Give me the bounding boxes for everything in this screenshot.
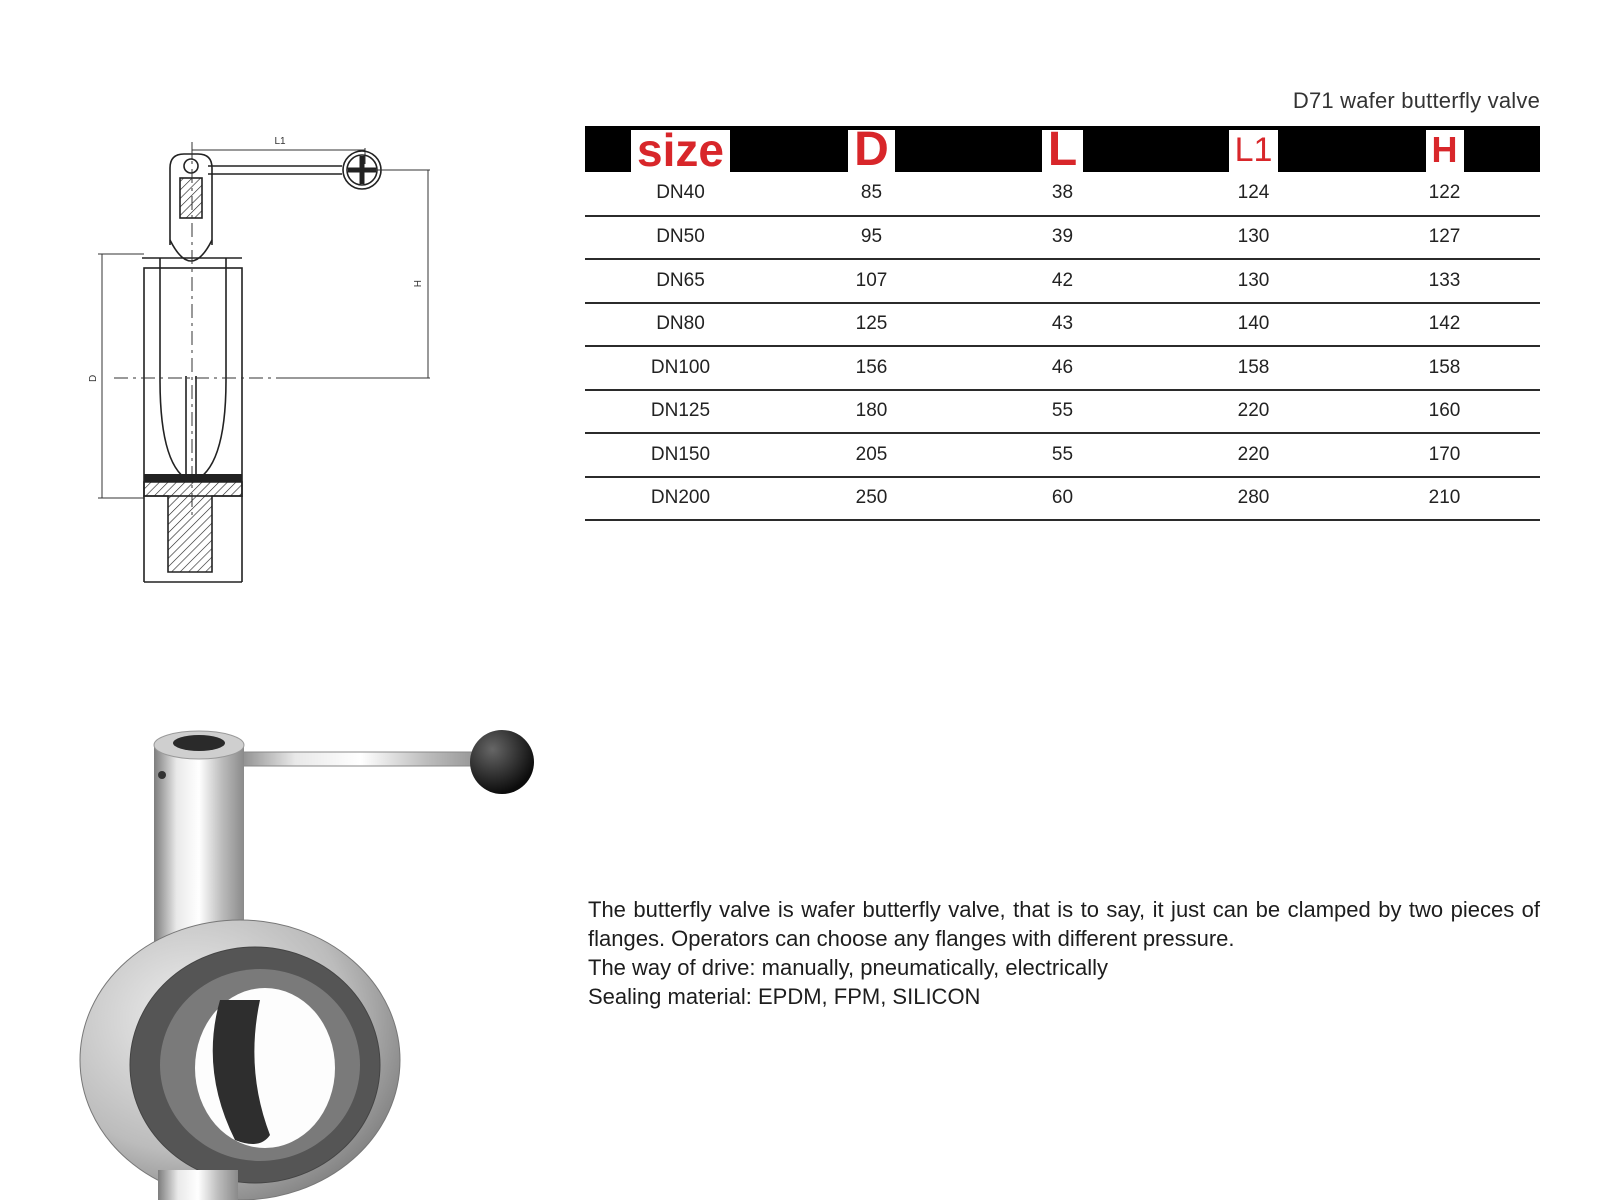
- cell-size: DN125: [585, 389, 776, 434]
- cell-d: 85: [776, 172, 967, 217]
- cell-d: 107: [776, 259, 967, 304]
- cell-h: 160: [1349, 389, 1540, 434]
- cell-l: 60: [967, 476, 1158, 521]
- cell-l: 43: [967, 302, 1158, 347]
- bottom-stub: [158, 1170, 238, 1200]
- table-row: DN40 85 38 124 122: [585, 172, 1540, 217]
- cell-d: 125: [776, 302, 967, 347]
- table-row: DN100 156 46 158 158: [585, 346, 1540, 391]
- cell-l: 42: [967, 259, 1158, 304]
- cell-h: 127: [1349, 215, 1540, 260]
- cell-size: DN150: [585, 433, 776, 478]
- cell-size: DN65: [585, 259, 776, 304]
- cell-h: 210: [1349, 476, 1540, 521]
- cell-d: 95: [776, 215, 967, 260]
- column-header-l1: L1: [1158, 126, 1349, 172]
- spec-table-body: DN40 85 38 124 122 DN50 95 39 130 127 DN…: [585, 172, 1540, 521]
- column-header-size: size: [585, 126, 776, 173]
- cell-h: 158: [1349, 346, 1540, 391]
- lever-knob-icon: [470, 730, 534, 794]
- spec-table: size D L L1 H DN40 85 38 124 122 DN50 95…: [585, 126, 1540, 521]
- technical-drawing: L1 H D: [88, 136, 430, 583]
- cell-size: DN40: [585, 172, 776, 217]
- spec-title: D71 wafer butterfly valve: [1292, 88, 1540, 113]
- cell-l: 46: [967, 346, 1158, 391]
- cell-d: 156: [776, 346, 967, 391]
- h-label: H: [411, 280, 422, 287]
- cell-d: 205: [776, 433, 967, 478]
- table-row: DN200 250 60 280 210: [585, 476, 1540, 521]
- stem-housing: [169, 153, 213, 245]
- table-row: DN50 95 39 130 127: [585, 215, 1540, 260]
- column-header-h: H: [1349, 126, 1540, 172]
- cell-l1: 124: [1158, 172, 1349, 217]
- valve-ring: [79, 919, 401, 1200]
- description-line-2: The way of drive: manually, pneumaticall…: [588, 955, 1109, 980]
- cell-l1: 220: [1158, 433, 1349, 478]
- header-row: size D L L1 H: [585, 126, 1540, 174]
- cell-l1: 140: [1158, 302, 1349, 347]
- seal-band: [144, 474, 242, 482]
- cell-d: 250: [776, 476, 967, 521]
- l1-dimension: [191, 148, 366, 164]
- description-line-1: The butterfly valve is wafer butterfly v…: [588, 897, 1540, 951]
- cell-h: 133: [1349, 259, 1540, 304]
- lever-rod: [229, 730, 534, 794]
- table-row: DN150 205 55 220 170: [585, 433, 1540, 478]
- description-block: The butterfly valve is wafer butterfly v…: [588, 895, 1540, 1011]
- cell-size: DN80: [585, 302, 776, 347]
- cell-l: 55: [967, 389, 1158, 434]
- cell-l1: 158: [1158, 346, 1349, 391]
- description-line-3: Sealing material: EPDM, FPM, SILICON: [588, 984, 981, 1009]
- cell-d: 180: [776, 389, 967, 434]
- l1-label: L1: [274, 136, 286, 147]
- column-header-d: D: [776, 126, 967, 174]
- cell-l1: 130: [1158, 215, 1349, 260]
- cell-l: 55: [967, 433, 1158, 478]
- cell-l: 39: [967, 215, 1158, 260]
- cell-l1: 220: [1158, 389, 1349, 434]
- cell-size: DN50: [585, 215, 776, 260]
- cell-l: 38: [967, 172, 1158, 217]
- column-header-l: L: [967, 126, 1158, 174]
- valve-photo: [79, 730, 534, 1200]
- cell-size: DN200: [585, 476, 776, 521]
- cell-h: 170: [1349, 433, 1540, 478]
- cell-h: 122: [1349, 172, 1540, 217]
- cell-h: 142: [1349, 302, 1540, 347]
- d-label: D: [88, 375, 99, 382]
- table-row: DN80 125 43 140 142: [585, 302, 1540, 347]
- cell-l1: 280: [1158, 476, 1349, 521]
- table-row: DN125 180 55 220 160: [585, 389, 1540, 434]
- table-row: DN65 107 42 130 133: [585, 259, 1540, 304]
- h-dimension: [280, 169, 430, 379]
- spec-table-header: size D L L1 H: [585, 126, 1540, 174]
- handle-lever: [208, 150, 382, 190]
- centerlines: [114, 142, 280, 515]
- cell-size: DN100: [585, 346, 776, 391]
- d-dimension: [98, 253, 144, 499]
- bottom-boss: [143, 481, 243, 583]
- cell-l1: 130: [1158, 259, 1349, 304]
